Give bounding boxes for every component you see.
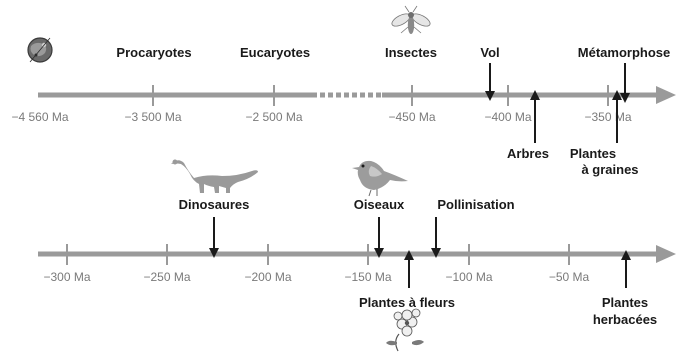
event-label-plantes-graines-line2: à graines bbox=[581, 162, 638, 177]
top-tick-label-2500: −2 500 Ma bbox=[245, 110, 302, 124]
event-label-arbres: Arbres bbox=[507, 146, 549, 161]
dinosaur-icon bbox=[171, 160, 258, 194]
event-label-plantes-herbacees-line2: herbacées bbox=[593, 312, 657, 327]
bottom-axis-arrowhead bbox=[656, 245, 676, 263]
bird-icon bbox=[352, 161, 408, 196]
top-tick-label-450: −450 Ma bbox=[388, 110, 435, 124]
bottom-tick-label-250: −250 Ma bbox=[143, 270, 190, 284]
event-label-oiseaux: Oiseaux bbox=[354, 197, 405, 212]
event-label-vol: Vol bbox=[480, 45, 499, 60]
bottom-tick-label-300: −300 Ma bbox=[43, 270, 90, 284]
top-axis-arrowhead bbox=[656, 86, 676, 104]
bottom-tick-label-100: −100 Ma bbox=[445, 270, 492, 284]
event-label-pollinisation: Pollinisation bbox=[437, 197, 514, 212]
top-timeline: −4 560 Ma −3 500 Ma −2 500 Ma −450 Ma −4… bbox=[11, 6, 676, 177]
event-label-procaryotes: Procaryotes bbox=[116, 45, 191, 60]
event-label-metamorphose: Métamorphose bbox=[578, 45, 670, 60]
earth-icon bbox=[28, 38, 52, 62]
event-label-plantes-herbacees-line1: Plantes bbox=[602, 295, 648, 310]
bottom-timeline: −300 Ma −250 Ma −200 Ma −150 Ma −100 Ma … bbox=[38, 160, 676, 352]
insect-icon bbox=[390, 6, 432, 34]
event-label-dinosaures: Dinosaures bbox=[179, 197, 250, 212]
top-tick-label-350: −350 Ma bbox=[584, 110, 631, 124]
bottom-tick-label-150: −150 Ma bbox=[344, 270, 391, 284]
bottom-tick-label-200: −200 Ma bbox=[244, 270, 291, 284]
top-tick-label-4560: −4 560 Ma bbox=[11, 110, 68, 124]
event-label-plantes-graines-line1: Plantes bbox=[570, 146, 616, 161]
top-tick-label-3500: −3 500 Ma bbox=[124, 110, 181, 124]
bottom-tick-label-50: −50 Ma bbox=[549, 270, 590, 284]
event-label-eucaryotes: Eucaryotes bbox=[240, 45, 310, 60]
event-label-insectes: Insectes bbox=[385, 45, 437, 60]
top-tick-label-400: −400 Ma bbox=[484, 110, 531, 124]
event-label-plantes-a-fleurs: Plantes à fleurs bbox=[359, 295, 455, 310]
flower-icon bbox=[386, 309, 424, 351]
